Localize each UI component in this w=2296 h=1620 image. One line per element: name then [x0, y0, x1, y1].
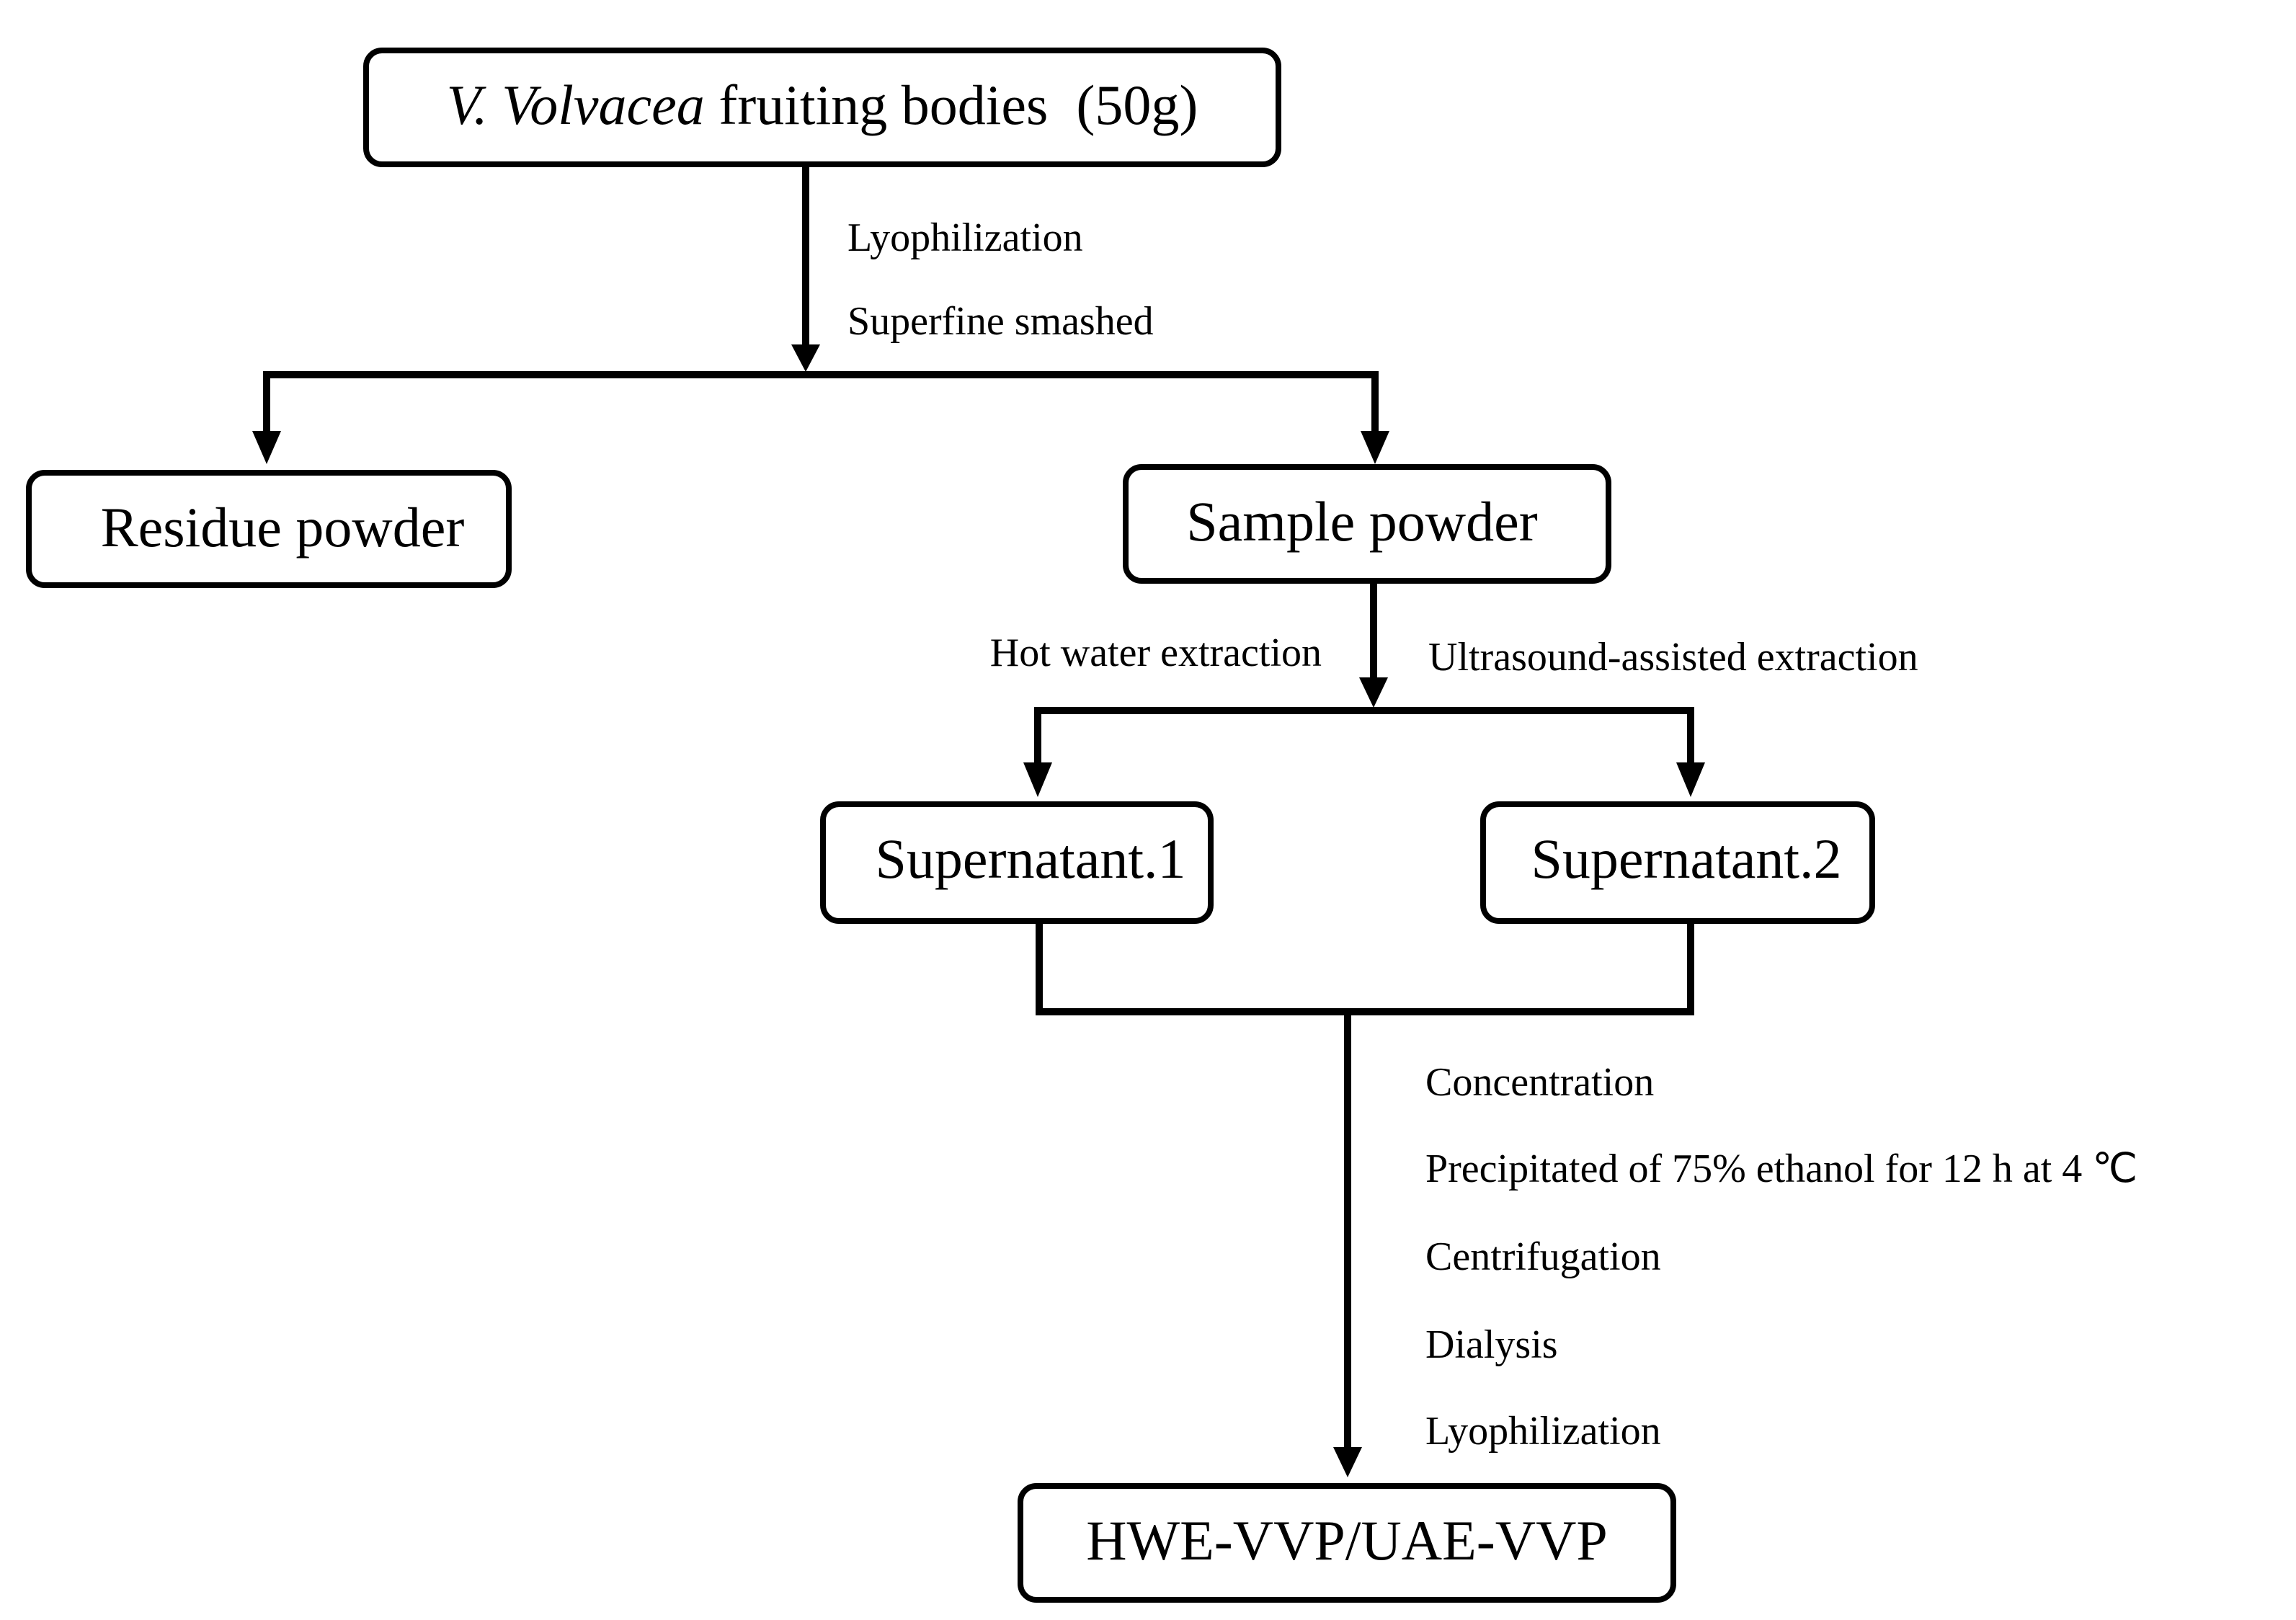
node-supernatant2: Supernatant.2 [1480, 801, 1875, 924]
arrowhead-to-product [1333, 1447, 1362, 1477]
connector-split-top [263, 371, 1379, 432]
arrowhead-to-sample [1361, 431, 1389, 464]
connector-merge [1036, 920, 1694, 1015]
connector-split-middle [1034, 707, 1694, 764]
arrowhead-to-residue [252, 431, 281, 464]
node-source-name-italic: V. Volvacea [447, 74, 705, 136]
node-source-label: V. Volvacea fruiting bodies (50g) [447, 74, 1198, 136]
arrowhead-to-supernatant2 [1676, 762, 1705, 797]
step-lyophilization-1: Lyophilization [847, 215, 1083, 260]
node-sample-label: Sample powder [1186, 490, 1537, 553]
step-ultrasound-assisted-extraction: Ultrasound-assisted extraction [1428, 635, 1918, 680]
node-product: HWE-VVP/UAE-VVP [1018, 1483, 1676, 1603]
node-source-box [363, 48, 1281, 167]
node-source: V. Volvacea fruiting bodies (50g) [363, 48, 1281, 167]
node-residue: Residue powder [26, 470, 512, 588]
connectors [252, 164, 1705, 1477]
node-sample-box [1123, 464, 1611, 584]
step-ethanol-precipitation: Precipitated of 75% ethanol for 12 h at … [1425, 1147, 2137, 1191]
node-supernatant2-box [1480, 801, 1875, 924]
step-centrifugation: Centrifugation [1425, 1234, 1661, 1279]
arrowhead-sample-down [1359, 677, 1388, 708]
node-supernatant1-box [820, 801, 1214, 924]
node-product-label: HWE-VVP/UAE-VVP [1086, 1509, 1608, 1572]
node-residue-label: Residue powder [101, 496, 465, 558]
step-dialysis: Dialysis [1425, 1322, 1558, 1367]
step-lyophilization-2: Lyophilization [1425, 1409, 1661, 1454]
node-supernatant1: Supernatant.1 [820, 801, 1214, 924]
node-product-box [1018, 1483, 1676, 1603]
node-supernatant1-label: Supernatant.1 [875, 827, 1185, 890]
steps-pretreatment: Lyophilization Superfine smashed [847, 215, 1154, 344]
node-source-name-rest: fruiting bodies (50g) [705, 74, 1198, 136]
step-hot-water-extraction: Hot water extraction [990, 631, 1322, 675]
step-superfine-smashed: Superfine smashed [847, 299, 1154, 344]
node-supernatant2-label: Supernatant.2 [1531, 827, 1841, 890]
node-residue-box [26, 470, 512, 588]
steps-purification: Concentration Precipitated of 75% ethano… [1425, 1060, 2137, 1454]
step-concentration: Concentration [1425, 1060, 1654, 1105]
node-sample: Sample powder [1123, 464, 1611, 584]
arrowhead-source-down [791, 344, 820, 372]
arrowhead-to-supernatant1 [1023, 762, 1052, 797]
